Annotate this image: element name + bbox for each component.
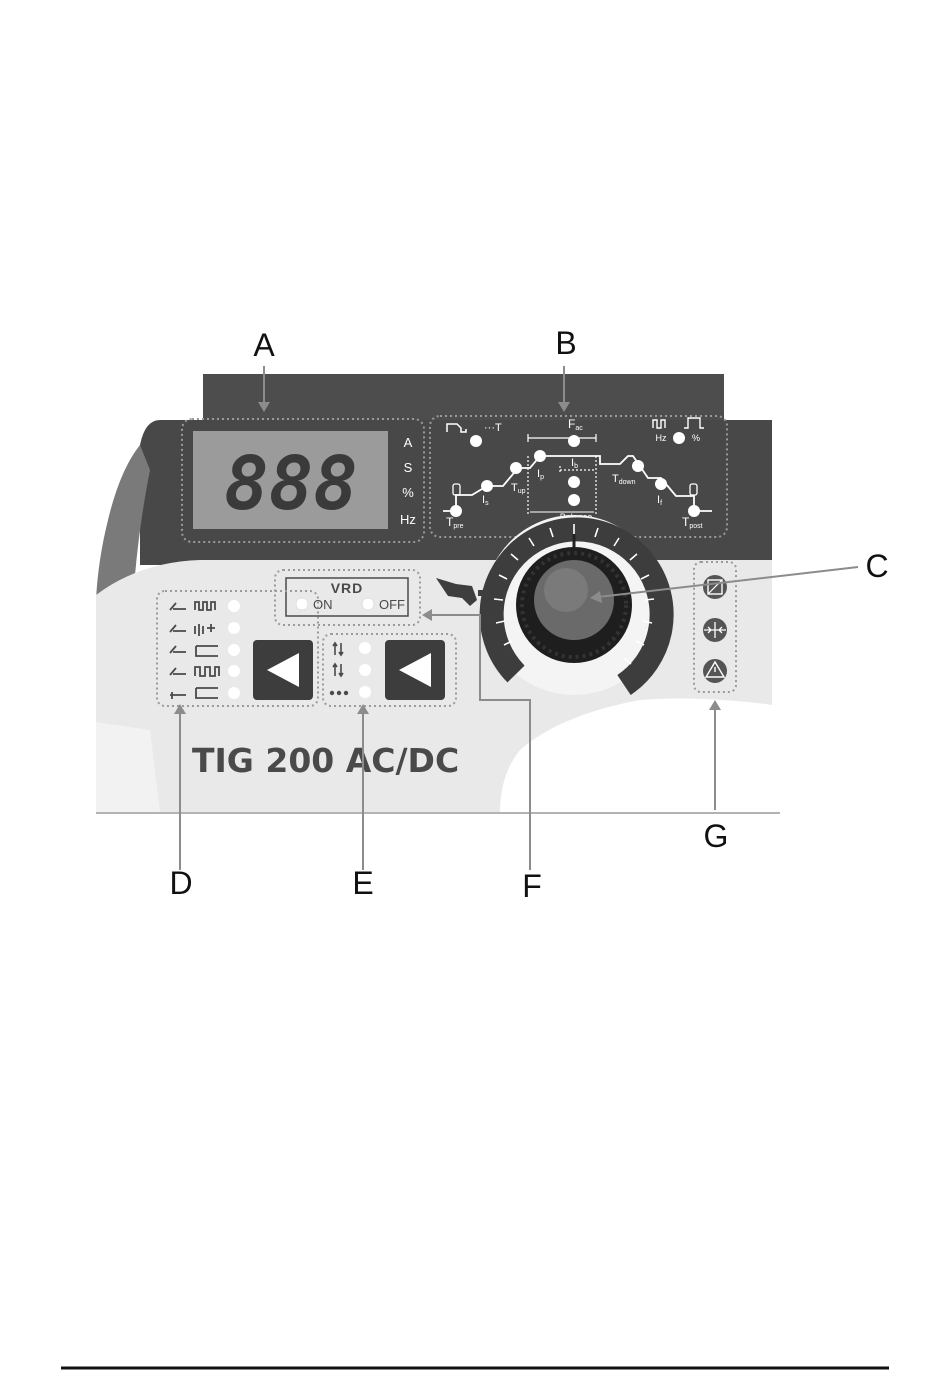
vrd-title: VRD <box>331 580 364 596</box>
control-knob-section <box>484 515 664 695</box>
led-trigger-1 <box>359 642 371 654</box>
display-digits: 888 <box>224 441 358 527</box>
led-trigger-3 <box>359 686 371 698</box>
led-mode <box>470 435 482 447</box>
f-ac-sub: ac <box>575 425 583 432</box>
led-i-s <box>481 480 493 492</box>
repeat-t-label: ···T <box>484 422 502 434</box>
t-post-sub: post <box>689 523 702 530</box>
pct-label: % <box>692 433 700 443</box>
led-t-up <box>510 462 522 474</box>
led-i-b <box>568 476 580 488</box>
led-process-4 <box>228 665 240 677</box>
led-vrd-off <box>362 598 374 610</box>
hz-label: Hz <box>656 433 667 443</box>
callout-g: G <box>704 818 729 854</box>
i-s-sub: s <box>485 500 489 507</box>
led-i-p <box>534 450 546 462</box>
t-up-sub: up <box>518 488 526 495</box>
unit-seconds: S <box>404 460 413 475</box>
t-pre-sub: pre <box>453 523 463 530</box>
led-vrd-on <box>296 598 308 610</box>
led-f-ac <box>568 435 580 447</box>
display-section: 888 A S % Hz <box>182 419 424 542</box>
led-i-f <box>655 478 667 490</box>
callout-b: B <box>555 325 576 361</box>
callout-d: D <box>169 865 192 901</box>
unit-percent: % <box>402 485 414 500</box>
i-b-sub: b <box>574 463 578 470</box>
callout-c: C <box>865 548 888 584</box>
callout-a: A <box>253 327 275 363</box>
led-pulse-freq <box>673 432 685 444</box>
led-trigger-2 <box>359 664 371 676</box>
led-t-post <box>688 505 700 517</box>
callout-e: E <box>352 865 373 901</box>
i-p-sub: p <box>540 474 544 481</box>
led-balance <box>568 494 580 506</box>
spot-weld-icon <box>330 691 348 695</box>
vrd-off-label: OFF <box>379 597 405 612</box>
f-ac-label: F <box>568 417 575 431</box>
led-t-down <box>632 460 644 472</box>
unit-amps: A <box>404 435 413 450</box>
led-process-5 <box>228 687 240 699</box>
led-process-3 <box>228 644 240 656</box>
t-down-sub: down <box>619 479 636 486</box>
led-process-1 <box>228 600 240 612</box>
unit-hertz: Hz <box>400 512 416 527</box>
vrd-on-label: ON <box>313 597 333 612</box>
model-label: TIG 200 AC/DC <box>192 741 459 780</box>
i-f-sub: f <box>660 500 662 507</box>
led-process-2 <box>228 622 240 634</box>
callout-f: F <box>522 868 542 904</box>
